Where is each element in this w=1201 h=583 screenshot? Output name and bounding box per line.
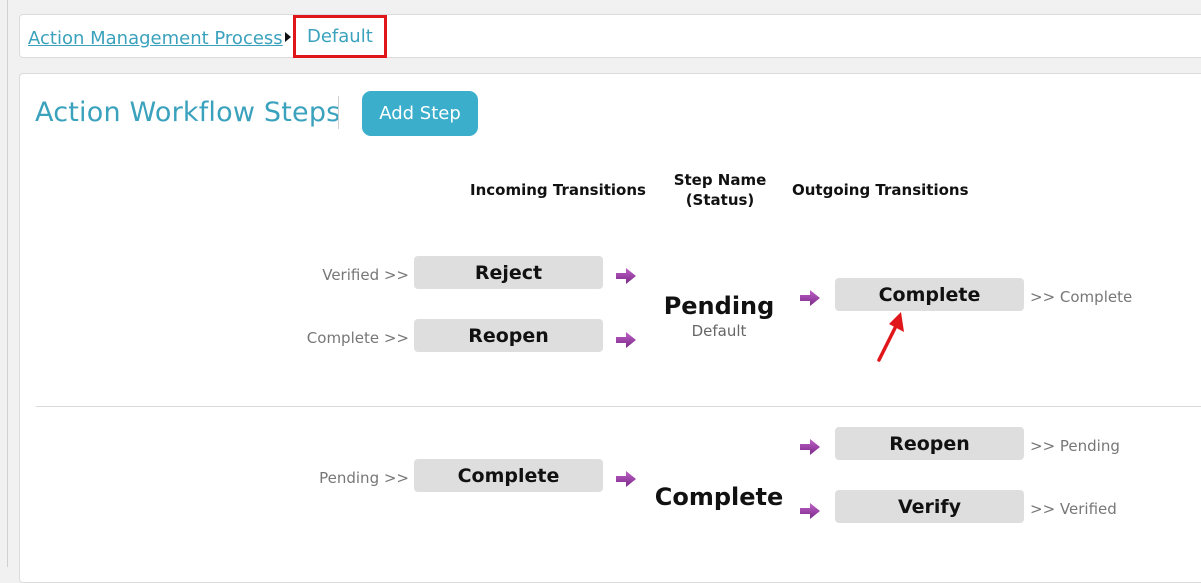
purple-right-arrow-icon <box>800 503 820 519</box>
incoming-transitions-header: Incoming Transitions <box>470 181 646 199</box>
incoming-from-label: Complete >> <box>306 329 409 347</box>
breadcrumb-current: Default <box>293 15 387 58</box>
step-name-header-line2: (Status) <box>685 191 755 209</box>
purple-right-arrow-icon <box>616 268 636 284</box>
add-step-button[interactable]: Add Step <box>362 91 478 136</box>
page-title: Action Workflow Steps <box>35 97 341 128</box>
breadcrumb-separator-icon <box>285 32 291 42</box>
breadcrumb: Action Management Process Default <box>19 14 1201 58</box>
breadcrumb-current-label: Default <box>307 26 373 47</box>
purple-right-arrow-icon <box>800 439 820 455</box>
transition-button-complete[interactable]: Complete <box>835 278 1024 311</box>
red-pointer-arrow-icon <box>877 312 904 362</box>
title-divider <box>338 96 339 129</box>
row-divider <box>36 406 1201 407</box>
left-border <box>0 0 8 567</box>
step-name-header-line1: Step Name <box>673 171 767 189</box>
transition-button-complete-incoming[interactable]: Complete <box>414 459 603 492</box>
purple-right-arrow-icon <box>800 290 820 306</box>
outgoing-to-label: >> Verified <box>1030 500 1117 518</box>
step-name-complete: Complete <box>654 483 784 511</box>
incoming-from-label: Pending >> <box>319 469 409 487</box>
step-name-header: Step Name (Status) <box>660 170 780 210</box>
transition-button-reject[interactable]: Reject <box>414 256 603 289</box>
transition-button-verify[interactable]: Verify <box>835 490 1024 523</box>
step-status: Default <box>691 322 747 340</box>
outgoing-to-label: >> Complete <box>1030 288 1133 306</box>
outgoing-transitions-header: Outgoing Transitions <box>792 181 969 199</box>
incoming-from-label: Verified >> <box>322 266 409 284</box>
purple-right-arrow-icon <box>616 471 636 487</box>
outgoing-to-label: >> Pending <box>1030 437 1120 455</box>
transition-button-reopen[interactable]: Reopen <box>414 319 603 352</box>
transition-button-reopen-outgoing[interactable]: Reopen <box>835 427 1024 460</box>
breadcrumb-parent-link[interactable]: Action Management Process <box>28 28 283 49</box>
step-name-pending: Pending <box>663 292 775 320</box>
purple-right-arrow-icon <box>616 332 636 348</box>
